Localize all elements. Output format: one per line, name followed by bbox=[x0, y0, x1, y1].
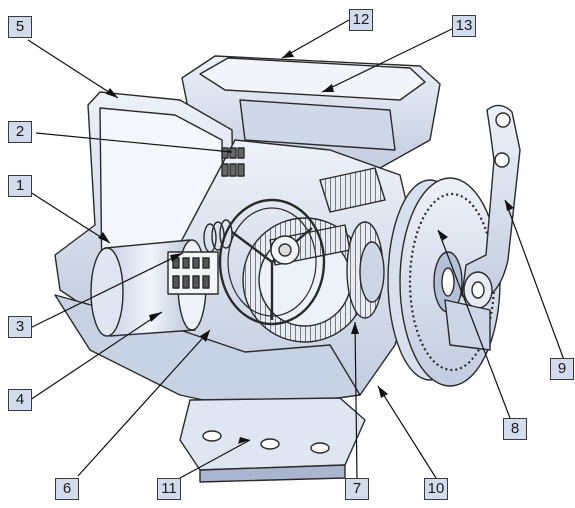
handwheel bbox=[218, 198, 326, 326]
callout-11: 11 bbox=[157, 478, 181, 500]
callout-12: 12 bbox=[349, 9, 373, 31]
callout-10: 10 bbox=[424, 478, 448, 500]
leader-lines bbox=[27, 19, 565, 479]
top-housing-lid bbox=[199, 57, 426, 101]
callout-2: 2 bbox=[8, 121, 32, 143]
callout-6: 6 bbox=[55, 478, 79, 500]
worm-shaft bbox=[319, 167, 386, 213]
callout-8: 8 bbox=[503, 418, 527, 440]
leader-arrowheads bbox=[98, 50, 514, 444]
callout-4: 4 bbox=[8, 389, 32, 411]
callout-3: 3 bbox=[8, 316, 32, 338]
callout-1: 1 bbox=[8, 175, 32, 197]
callout-5: 5 bbox=[8, 16, 32, 38]
callout-9: 9 bbox=[550, 358, 574, 380]
callout-13: 13 bbox=[452, 15, 476, 37]
callout-7: 7 bbox=[345, 478, 369, 500]
